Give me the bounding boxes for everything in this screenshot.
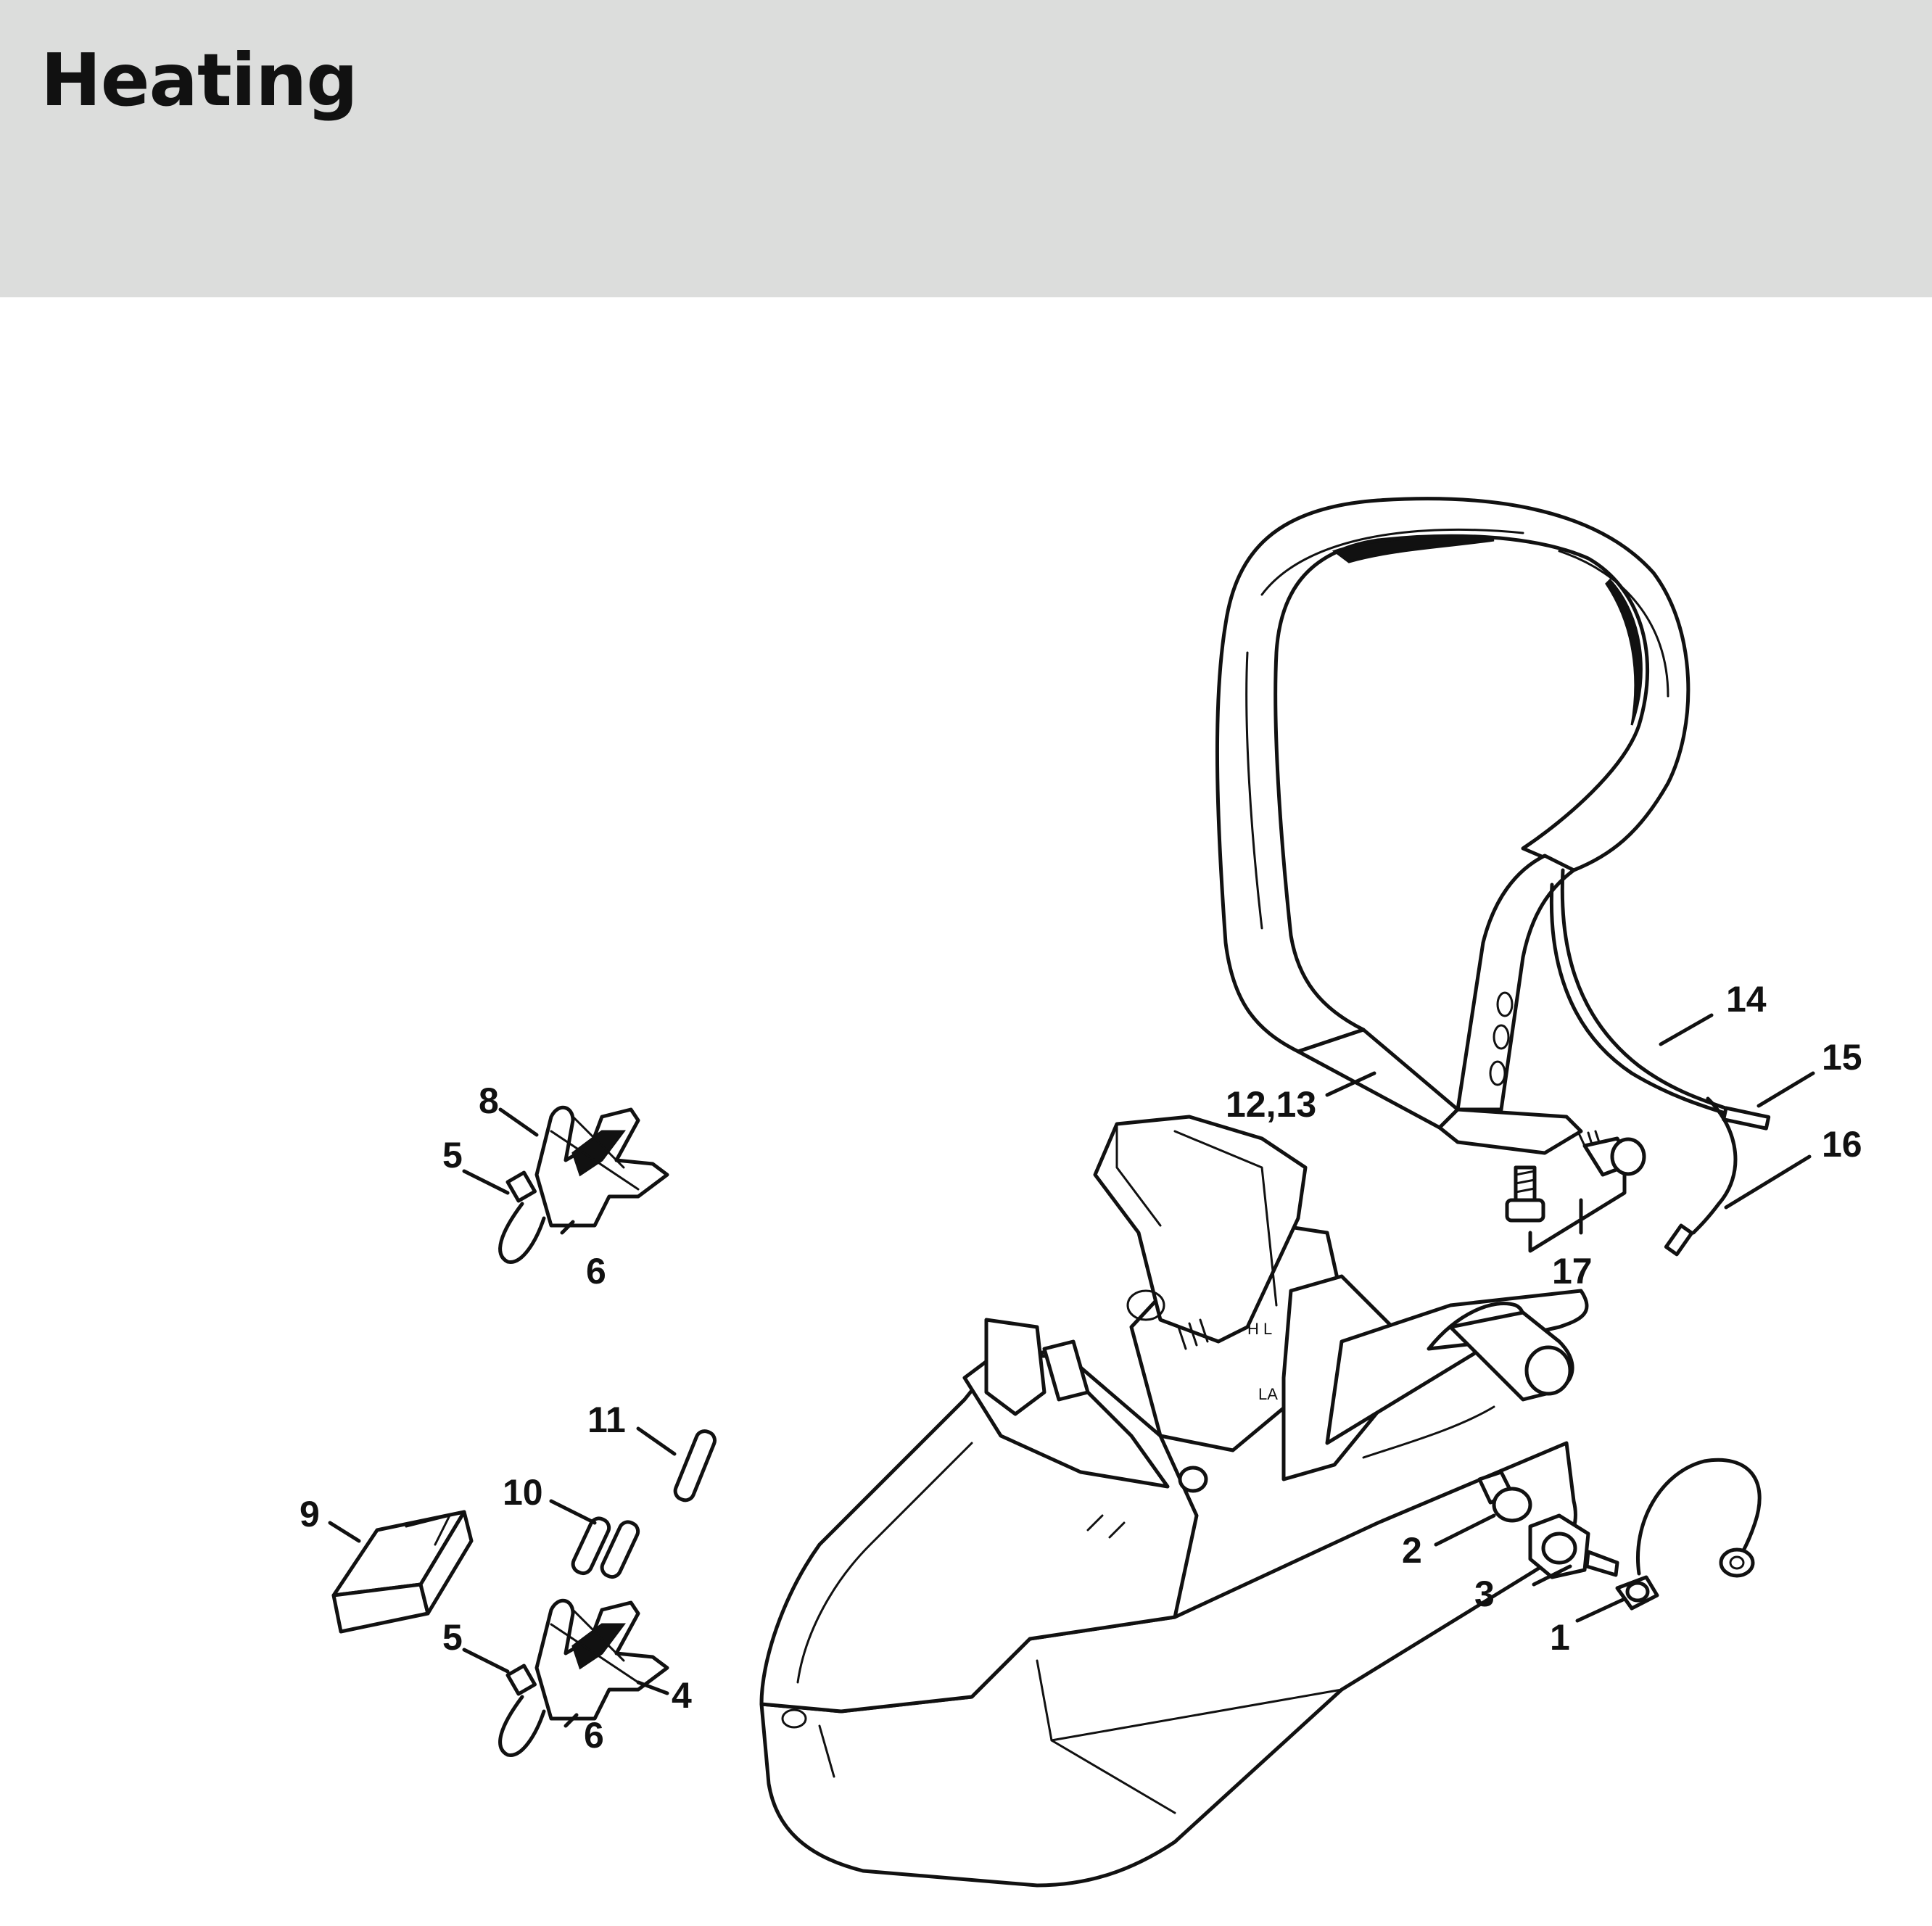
leader-lines [328,1013,1815,1728]
part-2-screw [1477,1470,1532,1523]
part-1-ground-cable [1615,1458,1762,1611]
callout-4: 4 [672,1675,692,1716]
callout-11: 11 [587,1400,626,1440]
main-housing: H L LA [759,1115,1589,1888]
callout-5-upper: 5 [442,1135,463,1175]
callout-1: 1 [1550,1617,1570,1658]
callout-6-lower: 6 [584,1715,604,1756]
page-title: Heating [41,38,358,123]
callout-2: 2 [1402,1530,1422,1571]
part-11-sleeve [673,1429,717,1503]
handlebar [1215,497,1690,1155]
part-3-switch [1528,1513,1619,1579]
callout-10: 10 [503,1472,543,1513]
callout-labels: 12,13 14 15 16 17 2 3 1 8 5 6 11 10 9 5 … [300,979,1862,1756]
callout-14: 14 [1726,979,1767,1020]
callout-6-upper: 6 [586,1251,606,1291]
callout-12-13: 12,13 [1226,1084,1316,1125]
callout-16: 16 [1822,1124,1862,1165]
callout-17: 17 [1552,1251,1593,1291]
callout-9: 9 [300,1494,320,1534]
housing-mark-hl: H L [1247,1320,1272,1338]
callout-15: 15 [1822,1037,1862,1078]
screws [1505,1130,1646,1253]
housing-mark-la: LA [1258,1385,1278,1403]
callout-3: 3 [1474,1574,1495,1614]
heating-cables [1549,868,1771,1257]
heating-foil-upper [498,1106,669,1264]
heating-foil-lower [498,1599,669,1757]
callout-5-lower: 5 [442,1617,463,1658]
header-band: Heating [0,0,1932,297]
part-9-block [331,1510,474,1634]
part-10-sleeves [571,1516,640,1579]
callout-8: 8 [479,1080,499,1121]
